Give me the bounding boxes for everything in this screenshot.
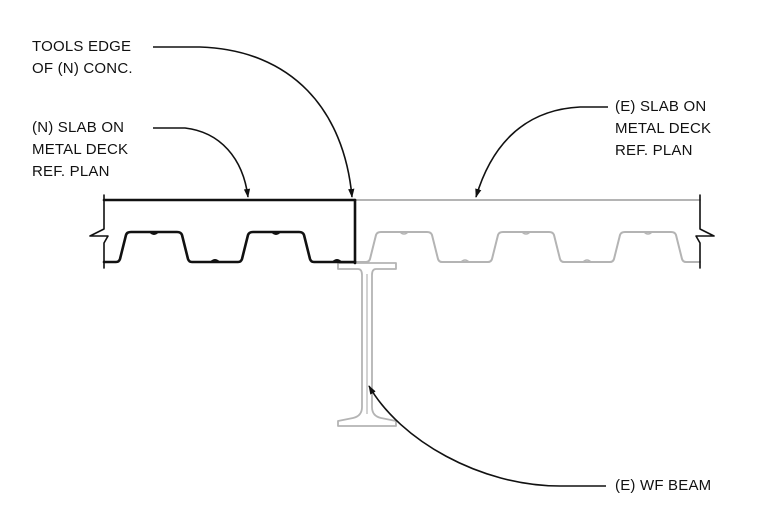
note-beam-line-1: (E) WF BEAM bbox=[615, 477, 712, 494]
note-new-slab: (N) SLAB ON METAL DECK REF. PLAN bbox=[32, 117, 128, 183]
new-metal-deck bbox=[102, 230, 357, 264]
existing-wf-beam bbox=[337, 262, 397, 427]
note-tools-edge-line-2: OF (N) CONC. bbox=[32, 60, 133, 77]
leaders bbox=[153, 46, 608, 487]
leader-new-slab bbox=[153, 127, 251, 198]
leader-tools-edge bbox=[153, 46, 355, 198]
existing-slab bbox=[354, 194, 715, 269]
leader-beam bbox=[368, 385, 606, 487]
note-existing-slab-line-1: (E) SLAB ON bbox=[615, 98, 707, 115]
beam-outline bbox=[337, 262, 397, 427]
note-new-slab-line-3: REF. PLAN bbox=[32, 163, 110, 180]
new-deck-stiffeners bbox=[149, 231, 342, 263]
existing-metal-deck bbox=[354, 231, 701, 263]
new-slab-break-line bbox=[89, 194, 109, 269]
note-beam: (E) WF BEAM bbox=[615, 475, 711, 497]
note-existing-slab-line-2: METAL DECK bbox=[615, 120, 712, 137]
existing-slab-break-line bbox=[695, 194, 715, 269]
note-new-slab-line-1: (N) SLAB ON bbox=[32, 119, 125, 136]
note-tools-edge: TOOLS EDGE OF (N) CONC. bbox=[32, 36, 133, 80]
note-new-slab-line-2: METAL DECK bbox=[32, 141, 129, 158]
new-slab bbox=[89, 194, 357, 269]
leader-existing-slab bbox=[475, 106, 608, 198]
note-tools-edge-line-1: TOOLS EDGE bbox=[32, 38, 132, 55]
note-existing-slab: (E) SLAB ON METAL DECK REF. PLAN bbox=[615, 96, 711, 162]
existing-deck-stiffeners bbox=[399, 231, 653, 263]
note-existing-slab-line-3: REF. PLAN bbox=[615, 142, 693, 159]
